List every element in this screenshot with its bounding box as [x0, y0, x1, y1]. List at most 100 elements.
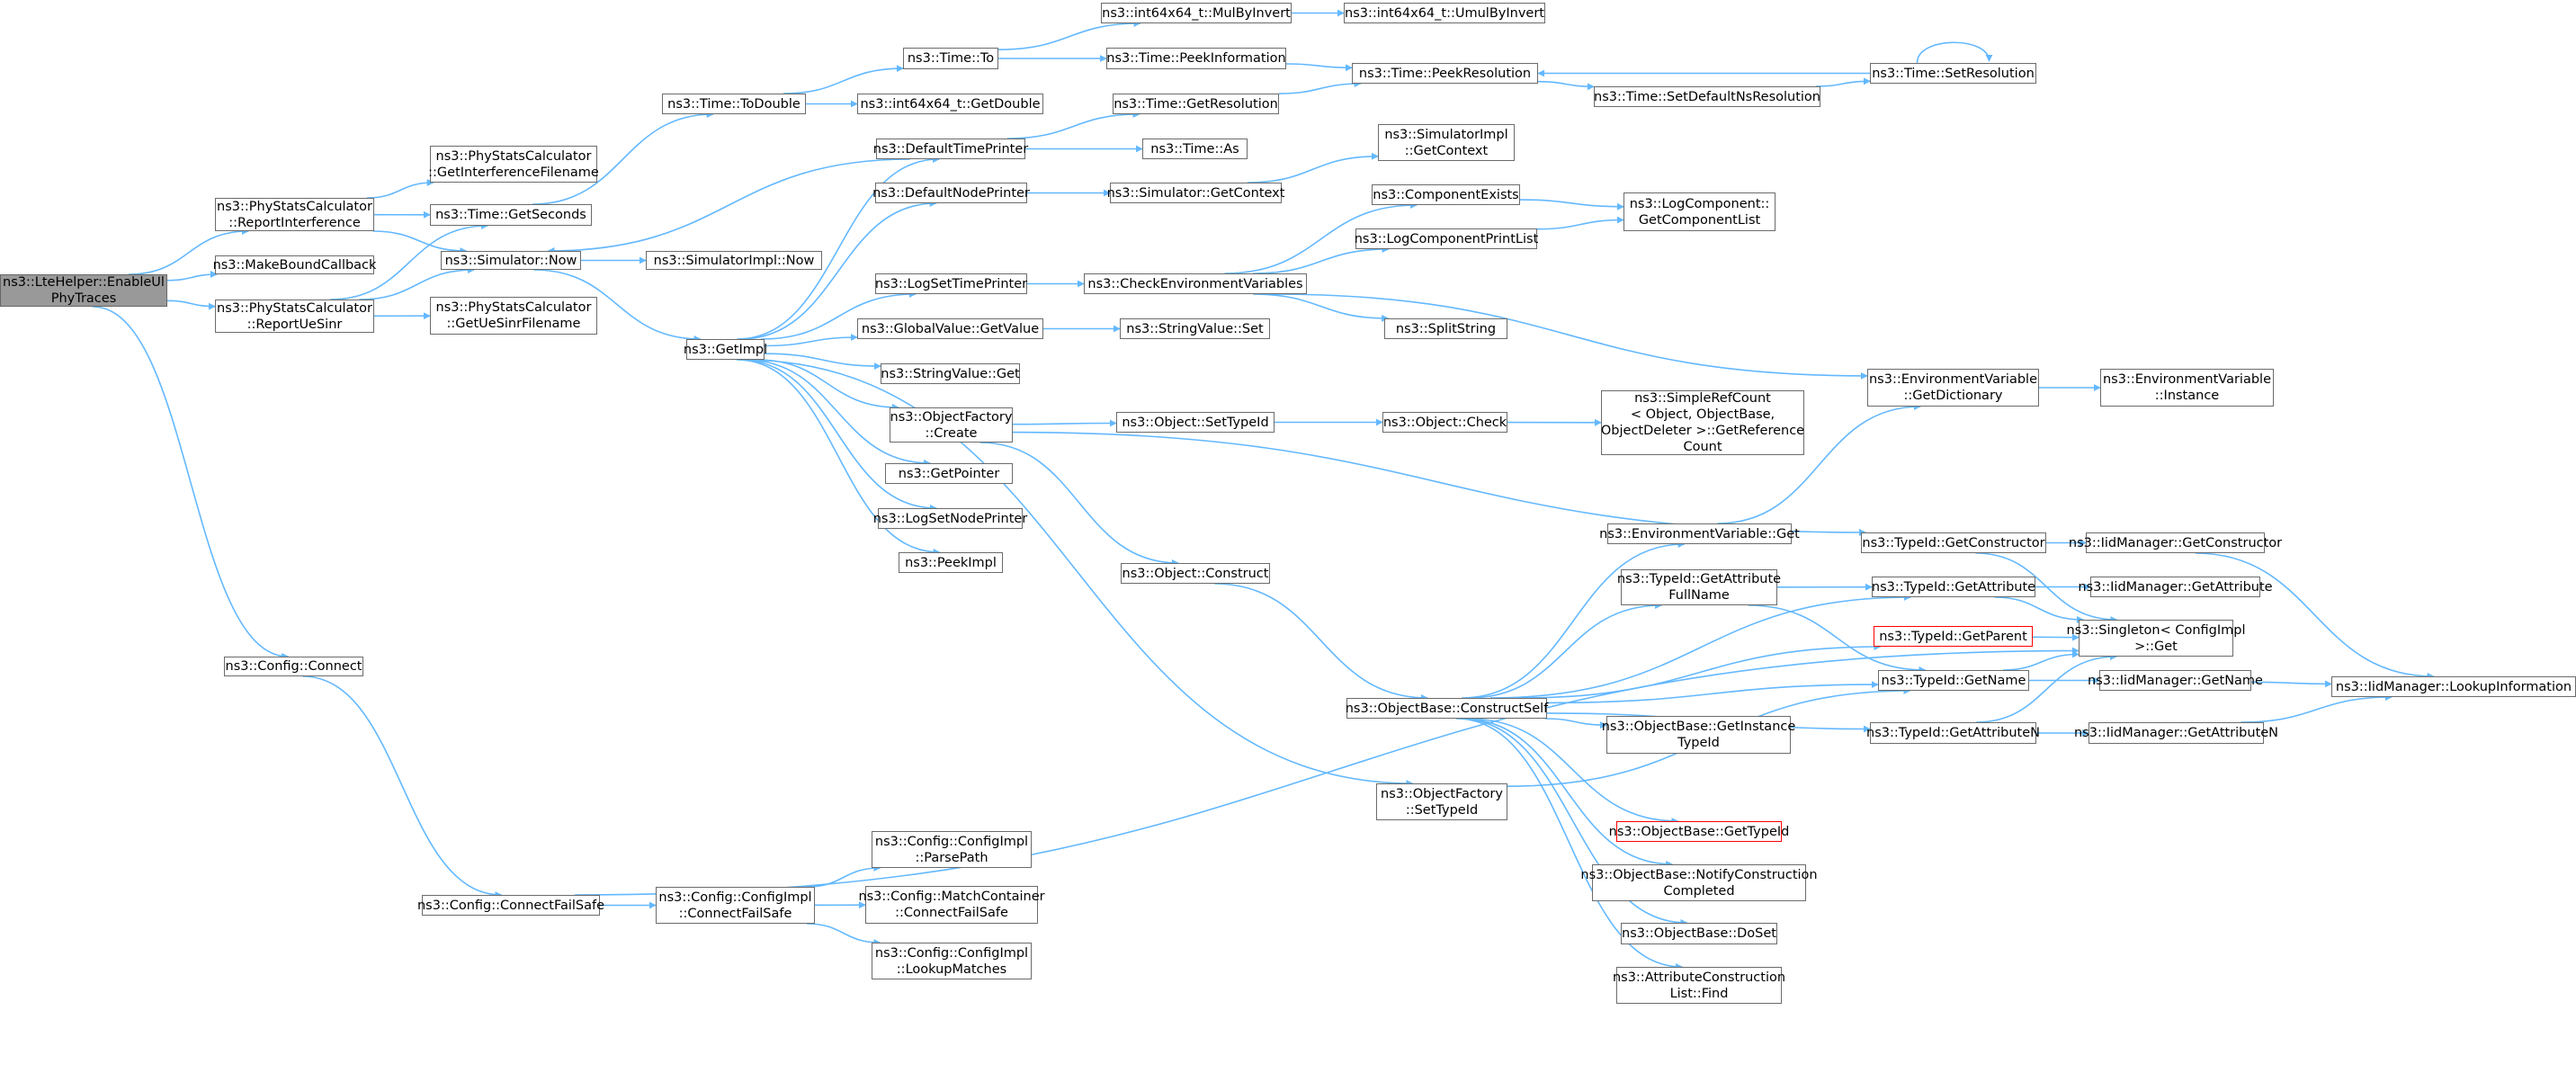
node-time-peek-resolution[interactable]: ns3::Time::PeekResolution: [1352, 63, 1538, 84]
node-object-factory-set-type-id[interactable]: ns3::ObjectFactory::SetTypeId: [1376, 783, 1507, 820]
node-log-set-node-printer[interactable]: ns3::LogSetNodePrinter: [873, 508, 1027, 529]
edge-config-impl-connect-fail-safe-to-config-impl-parse-path: [806, 864, 881, 888]
node-string-value-get[interactable]: ns3::StringValue::Get: [881, 363, 1020, 384]
node-iid-manager-get-attribute-n[interactable]: ns3::IidManager::GetAttributeN: [2074, 722, 2278, 744]
node-global-value-get-value[interactable]: ns3::GlobalValue::GetValue: [857, 318, 1043, 339]
node-object-check[interactable]: ns3::Object::Check: [1382, 412, 1507, 433]
node-environment-variable-instance[interactable]: ns3::EnvironmentVariable::Instance: [2100, 369, 2274, 407]
node-peek-impl[interactable]: ns3::PeekImpl: [899, 552, 1003, 573]
node-label-line: ns3::Simulator::Now: [444, 253, 577, 268]
node-label-line: ns3::Time::SetResolution: [1872, 66, 2035, 81]
node-time-set-resolution[interactable]: ns3::Time::SetResolution: [1870, 63, 2036, 84]
node-label-line: ns3::int64x64_t::MulByInvert: [1102, 5, 1291, 21]
edge-component-exists-to-log-component-get-component-list: [1519, 199, 1624, 210]
node-label-line: ns3::CheckEnvironmentVariables: [1087, 276, 1303, 291]
node-type-id-get-constructor[interactable]: ns3::TypeId::GetConstructor: [1861, 532, 2046, 553]
node-object-set-type-id[interactable]: ns3::Object::SetTypeId: [1116, 412, 1275, 433]
node-config-impl-lookup-matches[interactable]: ns3::Config::ConfigImpl::LookupMatches: [872, 943, 1032, 979]
node-psc-get-interference-filename[interactable]: ns3::PhyStatsCalculator::GetInterference…: [428, 146, 599, 183]
node-int64-get-double[interactable]: ns3::int64x64_t::GetDouble: [857, 94, 1043, 114]
node-label-line: ::Instance: [2154, 389, 2220, 403]
node-label-line: ::GetUeSinrFilename: [446, 317, 581, 331]
node-object-base-get-type-id[interactable]: ns3::ObjectBase::GetTypeId: [1609, 821, 1789, 842]
node-psc-report-ue-sinr[interactable]: ns3::PhyStatsCalculator::ReportUeSinr: [215, 300, 374, 333]
node-simulator-impl-now[interactable]: ns3::SimulatorImpl::Now: [646, 251, 822, 270]
node-time-peek-information[interactable]: ns3::Time::PeekInformation: [1106, 48, 1286, 69]
node-psc-report-interference[interactable]: ns3::PhyStatsCalculator::ReportInterfere…: [215, 198, 374, 231]
node-time-as[interactable]: ns3::Time::As: [1142, 139, 1248, 159]
node-iid-manager-get-constructor[interactable]: ns3::IidManager::GetConstructor: [2069, 532, 2282, 553]
node-label-line: ns3::TypeId::GetParent: [1879, 629, 2027, 644]
node-label-line: ns3::TypeId::GetAttribute: [1616, 572, 1782, 586]
node-iid-manager-get-name[interactable]: ns3::IidManager::GetName: [2088, 670, 2263, 691]
node-iid-manager-get-attribute[interactable]: ns3::IidManager::GetAttribute: [2078, 577, 2273, 597]
node-make-bound-callback[interactable]: ns3::MakeBoundCallback: [213, 255, 376, 274]
node-object-base-do-set[interactable]: ns3::ObjectBase::DoSet: [1621, 923, 1777, 944]
node-iid-manager-lookup-information[interactable]: ns3::IidManager::LookupInformation: [2331, 676, 2576, 697]
node-label-line: ns3::StringValue::Get: [881, 366, 1020, 381]
node-config-impl-connect-fail-safe[interactable]: ns3::Config::ConfigImpl::ConnectFailSafe: [656, 887, 815, 924]
node-component-exists[interactable]: ns3::ComponentExists: [1372, 184, 1520, 205]
edge-psc-report-ue-sinr-to-simulator-now: [359, 266, 476, 300]
node-time-to[interactable]: ns3::Time::To: [903, 48, 998, 69]
node-time-get-resolution[interactable]: ns3::Time::GetResolution: [1113, 94, 1279, 114]
node-get-pointer[interactable]: ns3::GetPointer: [885, 463, 1013, 484]
node-object-factory-create[interactable]: ns3::ObjectFactory::Create: [890, 407, 1013, 443]
node-psc-get-ue-sinr-filename[interactable]: ns3::PhyStatsCalculator::GetUeSinrFilena…: [430, 297, 597, 335]
node-time-get-seconds[interactable]: ns3::Time::GetSeconds: [430, 204, 592, 226]
node-label-line: ns3::EnvironmentVariable: [2102, 372, 2272, 387]
edge-root-to-make-bound-callback: [166, 271, 218, 282]
node-config-connect-fail-safe[interactable]: ns3::Config::ConnectFailSafe: [417, 895, 604, 916]
node-default-time-printer[interactable]: ns3::DefaultTimePrinter: [873, 139, 1028, 159]
node-object-construct[interactable]: ns3::Object::Construct: [1121, 563, 1270, 584]
node-label-line: ns3::ObjectBase::DoSet: [1622, 926, 1776, 941]
edge-get-impl-to-global-value-get-value: [764, 334, 858, 347]
node-config-connect[interactable]: ns3::Config::Connect: [224, 657, 363, 676]
edge-root-to-psc-report-interference: [128, 228, 249, 275]
node-int64-umul-by-invert[interactable]: ns3::int64x64_t::UmulByInvert: [1344, 3, 1545, 23]
node-config-impl-parse-path[interactable]: ns3::Config::ConfigImpl::ParsePath: [872, 831, 1032, 868]
node-time-set-default-ns-resolution[interactable]: ns3::Time::SetDefaultNsResolution: [1594, 86, 1820, 107]
edge-object-base-construct-self-to-environment-variable-get: [1462, 541, 1686, 699]
node-object-base-construct-self[interactable]: ns3::ObjectBase::ConstructSelf: [1345, 698, 1549, 719]
node-type-id-get-attribute-n[interactable]: ns3::TypeId::GetAttributeN: [1866, 722, 2040, 744]
node-label-line: ns3::PhyStatsCalculator: [217, 300, 372, 316]
edge-check-environment-variables-to-environment-variable-get-dictionary: [1270, 293, 1868, 380]
edge-time-set-resolution-to-time-set-resolution: [1916, 41, 1993, 64]
node-log-set-time-printer[interactable]: ns3::LogSetTimePrinter: [875, 273, 1027, 294]
node-match-container-connect-fail-safe[interactable]: ns3::Config::MatchContainer::ConnectFail…: [858, 886, 1045, 924]
node-label-line: PhyTraces: [50, 291, 117, 306]
node-simple-ref-count-get-reference-count[interactable]: ns3::SimpleRefCount< Object, ObjectBase,…: [1601, 390, 1804, 455]
edge-type-id-get-attribute-full-name-to-type-id-get-name: [1748, 604, 1927, 674]
node-type-id-get-attribute[interactable]: ns3::TypeId::GetAttribute: [1872, 577, 2035, 597]
node-check-environment-variables[interactable]: ns3::CheckEnvironmentVariables: [1084, 273, 1307, 294]
node-split-string[interactable]: ns3::SplitString: [1384, 318, 1507, 339]
node-log-component-print-list[interactable]: ns3::LogComponentPrintList: [1355, 228, 1538, 249]
node-environment-variable-get-dictionary[interactable]: ns3::EnvironmentVariable::GetDictionary: [1867, 369, 2039, 407]
node-simulator-impl-get-context[interactable]: ns3::SimulatorImpl::GetContext: [1378, 124, 1515, 161]
node-singleton-config-impl-get[interactable]: ns3::Singleton< ConfigImpl >::Get: [2067, 620, 2246, 657]
node-environment-variable-get[interactable]: ns3::EnvironmentVariable::Get: [1599, 523, 1800, 544]
node-type-id-get-name[interactable]: ns3::TypeId::GetName: [1878, 670, 2029, 691]
node-log-component-get-component-list[interactable]: ns3::LogComponent::GetComponentList: [1623, 192, 1775, 231]
node-simulator-now[interactable]: ns3::Simulator::Now: [441, 251, 581, 270]
node-get-impl[interactable]: ns3::GetImpl: [684, 339, 767, 360]
edge-default-time-printer-to-time-get-resolution: [1006, 111, 1140, 139]
node-default-node-printer[interactable]: ns3::DefaultNodePrinter: [872, 183, 1030, 203]
node-label-line: ::ConnectFailSafe: [678, 906, 792, 921]
node-string-value-set[interactable]: ns3::StringValue::Set: [1120, 318, 1270, 339]
edge-object-base-construct-self-to-type-id-get-attribute-full-name: [1468, 602, 1663, 699]
node-label-line: ::SetTypeId: [1405, 802, 1479, 818]
node-label-line: ns3::ObjectBase::ConstructSelf: [1345, 701, 1549, 716]
node-time-to-double[interactable]: ns3::Time::ToDouble: [662, 94, 806, 114]
node-simulator-get-context[interactable]: ns3::Simulator::GetContext: [1107, 183, 1284, 203]
node-type-id-get-parent[interactable]: ns3::TypeId::GetParent: [1874, 626, 2033, 647]
node-label-line: ns3::DefaultNodePrinter: [872, 185, 1030, 201]
node-int64-mul-by-invert[interactable]: ns3::int64x64_t::MulByInvert: [1101, 3, 1292, 23]
edge-check-environment-variables-to-component-exists: [1224, 201, 1418, 274]
